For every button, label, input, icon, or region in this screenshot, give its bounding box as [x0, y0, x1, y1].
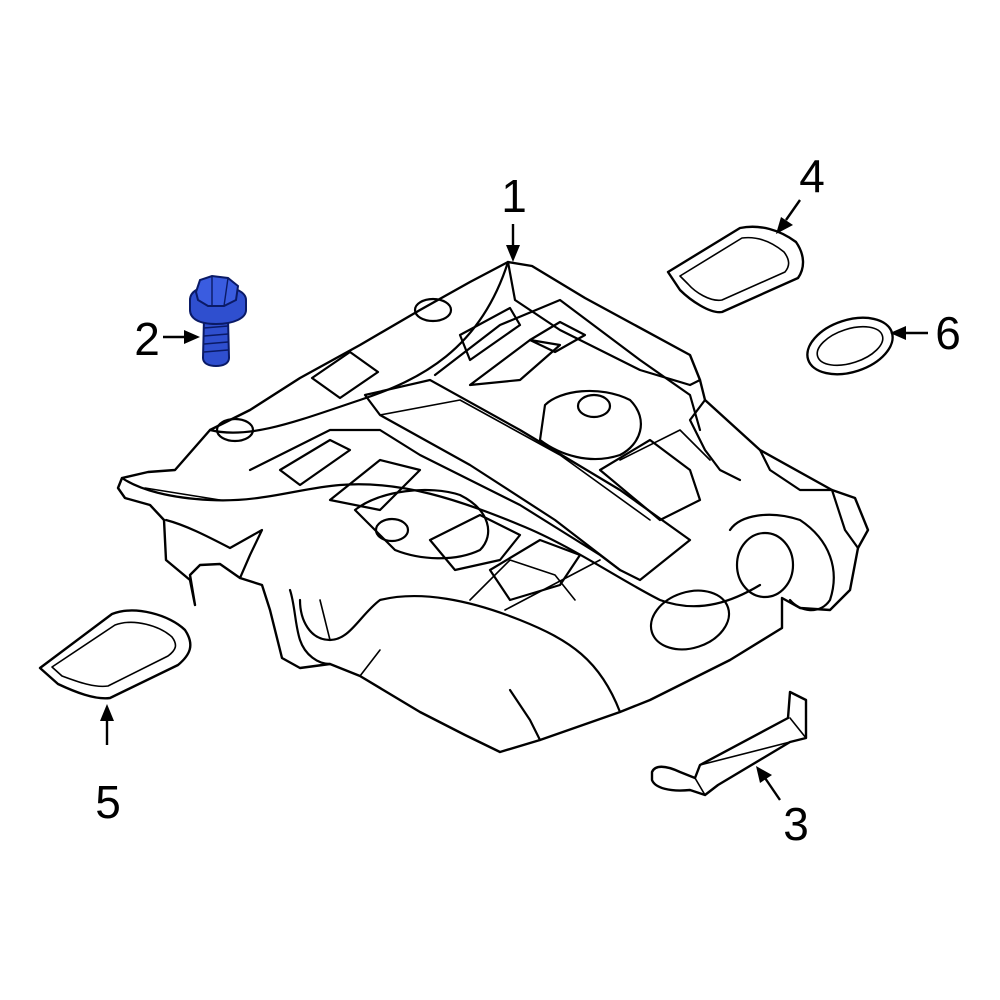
- engine-cover-part[interactable]: [116, 260, 870, 754]
- callout-2: 2: [134, 313, 160, 365]
- leader-arrow-5: [100, 704, 114, 745]
- cover-pad-lower-part[interactable]: [38, 609, 192, 700]
- cover-pad-upper-part[interactable]: [666, 225, 805, 314]
- callout-4: 4: [799, 150, 825, 202]
- callout-3: 3: [783, 798, 809, 850]
- seal-ring-part[interactable]: [800, 308, 900, 385]
- bolt-part[interactable]: [189, 274, 247, 368]
- leader-arrow-6: [890, 326, 928, 340]
- callout-6: 6: [935, 307, 961, 359]
- trim-strip-part[interactable]: [650, 690, 808, 797]
- leader-arrow-4: [776, 199, 801, 234]
- leader-arrow-1: [506, 224, 520, 262]
- callout-5: 5: [95, 776, 121, 828]
- leader-arrow-3: [756, 766, 781, 801]
- leader-arrow-2: [163, 330, 200, 344]
- callout-1: 1: [501, 170, 527, 222]
